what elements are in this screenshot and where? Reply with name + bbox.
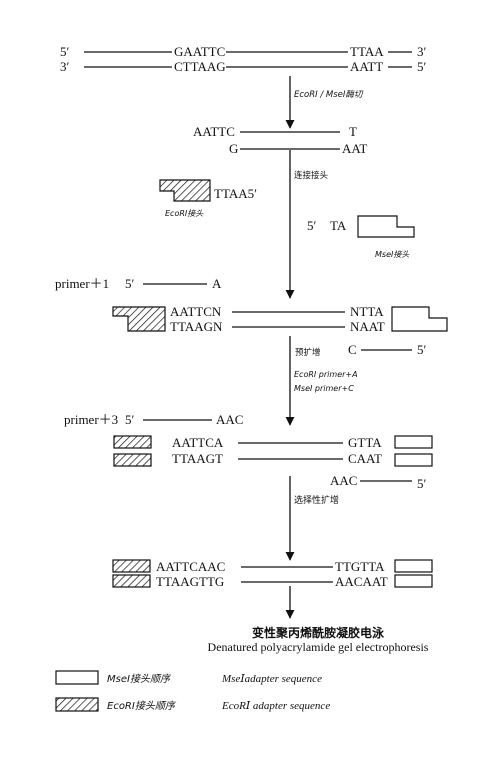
row3-ecori-adapter: [112, 306, 166, 332]
final-step-en: Denatured polyacrylamide gel electrophor…: [208, 640, 429, 654]
primer-c-5prime: 5′: [417, 342, 427, 357]
primer1-label: primer＋1: [55, 276, 109, 291]
row1-3prime-bot: 3′: [60, 59, 70, 74]
primer-aac-5prime: 5′: [417, 476, 427, 491]
row5-left-top: AATTCAAC: [156, 559, 225, 574]
primer1-5prime: 5′: [125, 276, 135, 291]
msei-adapter-shape: [357, 215, 415, 238]
row1-left-bot: CTTAAG: [174, 59, 226, 74]
row4-left-top: AATTCA: [172, 435, 224, 450]
step-ligate-label: 连接接头: [294, 170, 329, 181]
row4-right-bot: CAAT: [348, 451, 382, 466]
row5-right-bot: AACAAT: [335, 574, 388, 589]
row3-left-top: AATTCN: [170, 304, 222, 319]
row1-3prime-top: 3′: [417, 44, 427, 59]
row2-left-top: AATTC: [193, 124, 235, 139]
msei-adapter-seq: TA: [330, 218, 347, 233]
step-preamp-label: 预扩增: [295, 347, 321, 358]
legend-ecori-swatch: [55, 697, 99, 712]
row2-right-top: T: [349, 124, 357, 139]
msei-adapter-caption: MseⅠ接头: [375, 250, 410, 259]
row5-msei-top: [394, 559, 433, 573]
row1-left-top: GAATTC: [174, 44, 225, 59]
row2-left-bot: G: [229, 141, 238, 156]
row3-msei-adapter: [391, 306, 448, 332]
legend-msei-swatch: [55, 670, 99, 685]
step-primer-msei: MseⅠ primer+C: [294, 384, 354, 393]
ecori-adapter-seq: TTAA5′: [214, 186, 257, 201]
primer3-label: primer＋3: [64, 412, 118, 427]
primer3-bases: AAC: [216, 412, 243, 427]
primer-aac-bases: AAC: [330, 473, 357, 488]
row5-left-bot: TTAAGTTG: [156, 574, 224, 589]
msei-adapter-5prime: 5′: [307, 218, 317, 233]
step-digest-label: EcoRⅠ / MseⅠ酶切: [294, 89, 364, 100]
final-step-zh: 变性聚丙烯酰胺凝胶电泳: [252, 625, 385, 640]
row2-right-bot: AAT: [342, 141, 367, 156]
legend-msei-en: MseⅠadapter sequence: [221, 673, 322, 685]
row3-right-bot: NAAT: [350, 319, 385, 334]
row5-ecori-bot: [112, 574, 151, 588]
ecori-adapter-caption: EcoRⅠ接头: [165, 209, 204, 218]
primer3-5prime: 5′: [125, 412, 135, 427]
row1-5prime-top: 5′: [60, 44, 70, 59]
row1-5prime-bot: 5′: [417, 59, 427, 74]
legend-ecori-zh: EcoRⅠ接头顺序: [107, 700, 177, 712]
row1-right-top: TTAA: [350, 44, 384, 59]
primer-c-base: C: [348, 342, 357, 357]
ecori-adapter-shape: [159, 179, 211, 202]
legend-ecori-en: EcoRⅠ adapter sequence: [221, 700, 330, 712]
row5-ecori-top: [112, 559, 151, 573]
row4-msei-top: [394, 435, 433, 449]
row5-msei-bot: [394, 574, 433, 588]
row4-left-bot: TTAAGT: [172, 451, 223, 466]
row4-msei-bot: [394, 453, 433, 467]
row3-right-top: NTTA: [350, 304, 384, 319]
primer1-base: A: [212, 276, 222, 291]
row5-right-top: TTGTTA: [335, 559, 385, 574]
row1-right-bot: AATT: [350, 59, 383, 74]
step-primer-ecori: EcoRⅠ primer+A: [294, 370, 358, 379]
legend-msei-zh: MseⅠ接头顺序: [107, 673, 172, 685]
step-selective-label: 选择性扩增: [294, 494, 339, 506]
row3-left-bot: TTAAGN: [170, 319, 223, 334]
row4-ecori-bot: [113, 453, 152, 467]
row4-ecori-top: [113, 435, 152, 449]
row4-right-top: GTTA: [348, 435, 382, 450]
